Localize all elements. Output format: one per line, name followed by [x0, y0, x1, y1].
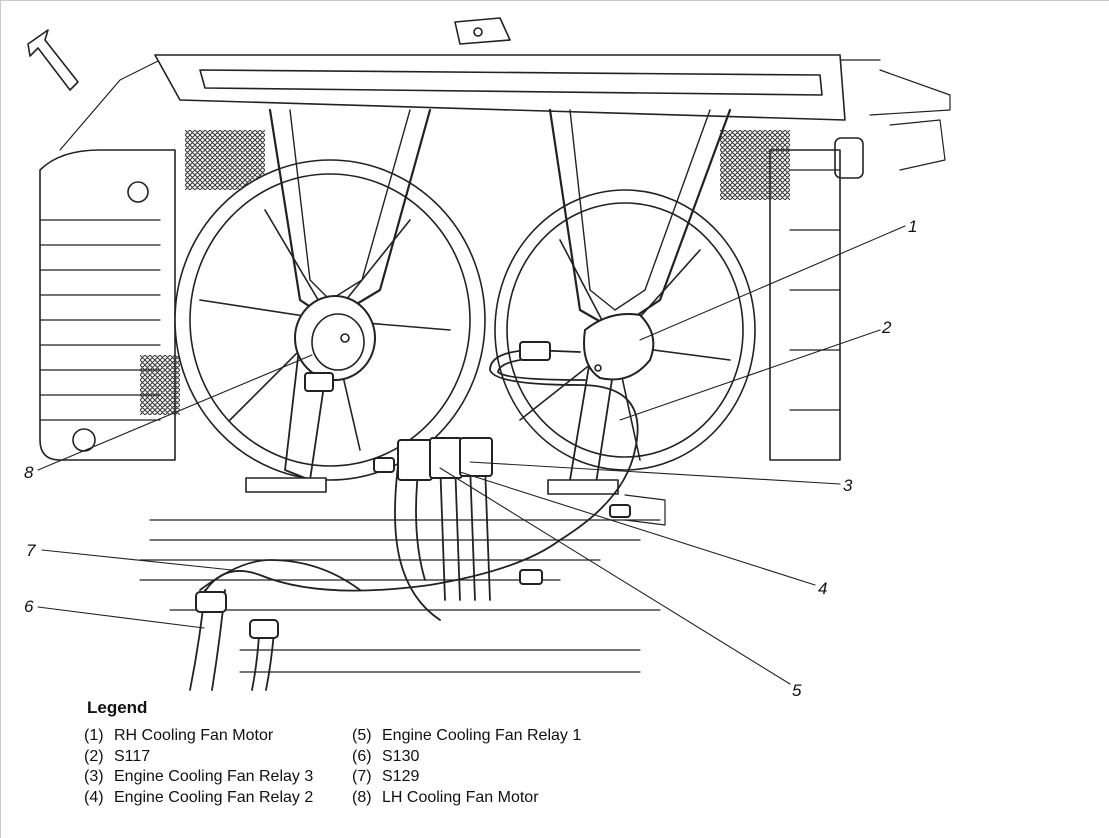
legend-item-number: (5): [352, 727, 372, 744]
legend-item: (3) Engine Cooling Fan Relay 3: [84, 767, 313, 788]
radiator-core-bottom: [140, 355, 180, 415]
cooling-fan-illustration: 1 2 3 4 5 6 7 8: [24, 17, 951, 700]
legend-item-number: (1): [84, 727, 104, 744]
callout-3: 3: [843, 476, 853, 495]
legend-item: (4) Engine Cooling Fan Relay 2: [84, 788, 313, 809]
legend-item: (1) RH Cooling Fan Motor: [84, 726, 313, 747]
callout-7: 7: [26, 541, 36, 560]
radiator-core-left: [185, 130, 265, 190]
callout-leader-lines: [37, 225, 906, 685]
frame-top-border: [0, 0, 1109, 1]
callout-2: 2: [881, 318, 892, 337]
legend-item-label: Engine Cooling Fan Relay 2: [114, 788, 314, 806]
vehicle-body-lines: [59, 59, 951, 673]
callout-4: 4: [818, 579, 827, 598]
legend-item: (5) Engine Cooling Fan Relay 1: [352, 726, 581, 747]
legend-item: (2) S117: [84, 747, 313, 768]
legend-item-number: (6): [352, 747, 372, 765]
legend-item: (8) LH Cooling Fan Motor: [352, 788, 581, 809]
legend-item-label: S129: [382, 768, 420, 785]
legend-column-right: (5) Engine Cooling Fan Relay 1 (6) S130 (7…: [352, 726, 581, 808]
legend-item-label: Engine Cooling Fan Relay 3: [114, 768, 314, 785]
rh-fan-assembly: [494, 108, 756, 495]
relay-connectors: [195, 341, 631, 639]
legend-item-number: (8): [352, 788, 372, 806]
legend-item-number: (3): [84, 768, 104, 785]
callout-1: 1: [908, 217, 917, 236]
callout-6: 6: [24, 597, 34, 616]
legend-item-label: S117: [114, 747, 151, 765]
direction-arrow-icon: [27, 29, 79, 91]
lh-fan-assembly: [174, 108, 486, 493]
legend-item-label: S130: [382, 747, 420, 765]
legend-item-label: RH Cooling Fan Motor: [114, 727, 274, 744]
legend-title: Legend: [87, 698, 148, 717]
legend-column-left: (1) RH Cooling Fan Motor (2) S117 (3) Engin…: [84, 726, 313, 808]
legend-item: (7) S129: [352, 767, 581, 788]
fan-shroud-top-rail: [154, 17, 846, 121]
frame-left-border: [0, 0, 1, 838]
legend-item-number: (4): [84, 788, 104, 806]
wiring-harness: [189, 349, 639, 691]
callout-8: 8: [24, 463, 34, 482]
callout-5: 5: [792, 681, 802, 700]
legend-item-label: LH Cooling Fan Motor: [382, 788, 539, 806]
radiator-core-right: [720, 130, 790, 200]
legend-item-number: (7): [352, 768, 372, 785]
legend-item: (6) S130: [352, 747, 581, 768]
radiator-right-tank: [769, 137, 864, 461]
legend-item-label: Engine Cooling Fan Relay 1: [382, 727, 582, 744]
legend-item-number: (2): [84, 747, 104, 765]
